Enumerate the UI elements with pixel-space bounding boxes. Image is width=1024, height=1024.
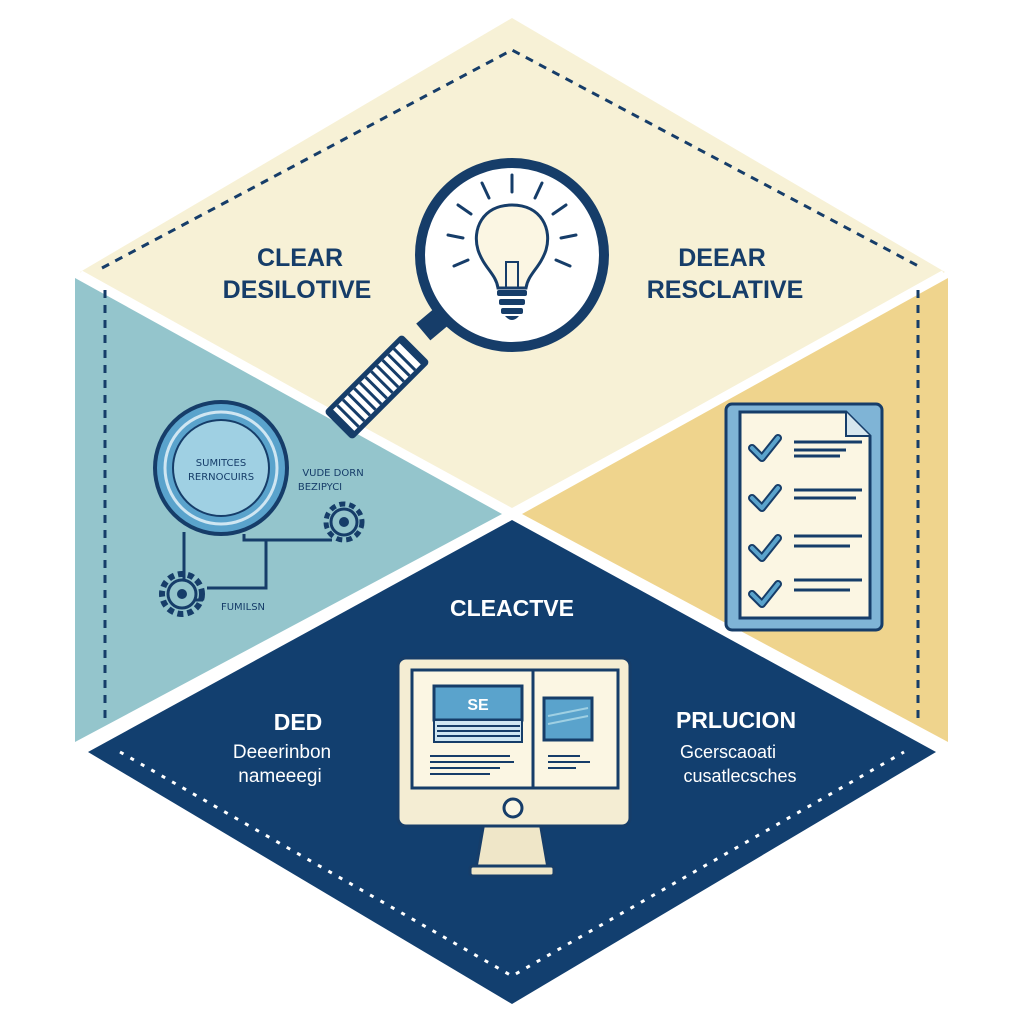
monitor-icon (396, 656, 632, 878)
top-right-label-line1: DEEAR (678, 244, 766, 272)
badge-label-line1: SUMITCES (196, 458, 246, 469)
bottom-left-line1: Deeerinbon (233, 742, 331, 763)
gear-icon (323, 501, 365, 543)
bottom-right-line1: Gcerscaoati (680, 742, 776, 762)
left-footer-label: FUMILSN (221, 602, 265, 613)
top-right-label-line2: RESCLATIVE (647, 276, 804, 304)
bottom-right-line2: cusatlecsches (683, 766, 796, 786)
center-title: CLEACTVE (450, 595, 574, 621)
left-section (75, 278, 502, 742)
dashed-outline (101, 48, 923, 720)
monitor-screen-label: SE (467, 697, 489, 714)
note-line2: BEZIPYCI (298, 482, 342, 493)
gear-icon (159, 571, 205, 617)
checklist-icon (724, 402, 884, 632)
badge-label-line2: RERNOCUIRS (188, 472, 254, 483)
bottom-left-line2: nameeegi (238, 766, 321, 787)
bottom-right-title: PRLUCION (676, 707, 796, 733)
top-left-label-line1: CLEAR (257, 244, 343, 272)
section-dividers (78, 270, 946, 752)
magnifier-bulb-icon (325, 158, 609, 439)
top-left-label-line2: DESILOTIVE (223, 276, 372, 304)
process-badge-icon (153, 400, 289, 536)
bottom-left-title: DED (274, 709, 323, 735)
note-line1: VUDE DORN (302, 468, 363, 479)
